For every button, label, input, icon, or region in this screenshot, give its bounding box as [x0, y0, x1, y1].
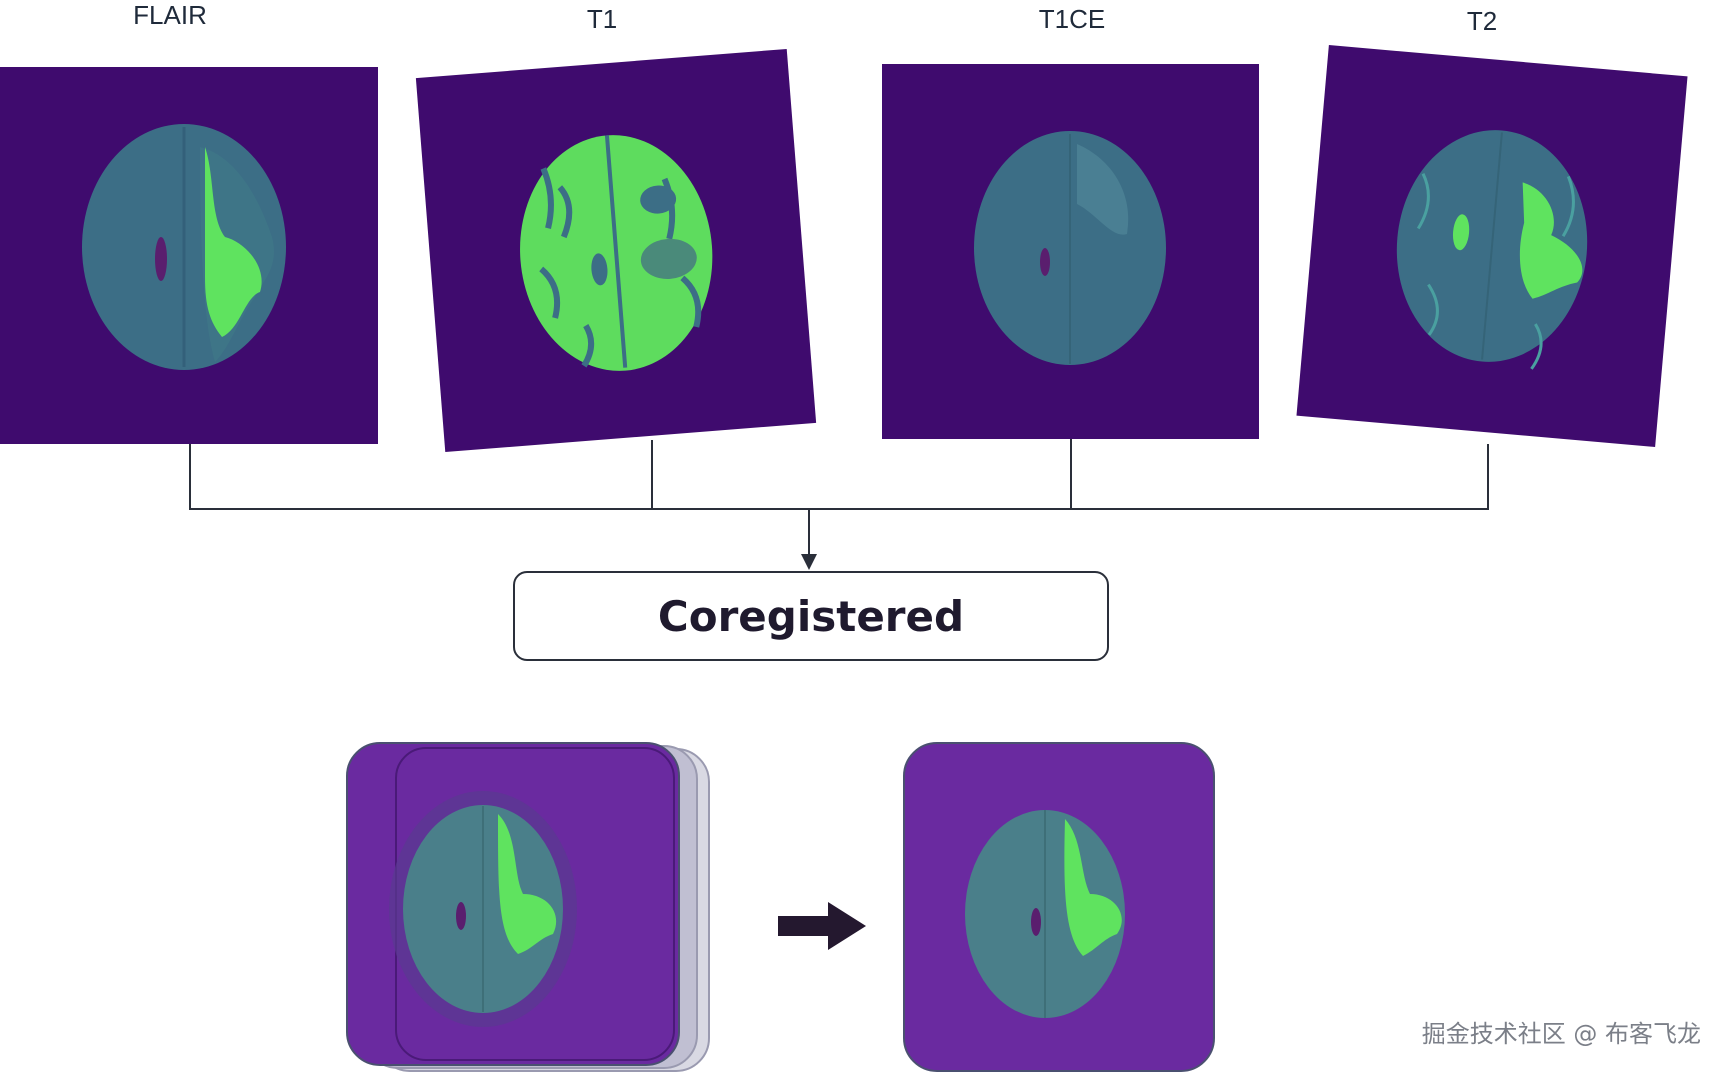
- scan-label-flair: FLAIR: [133, 0, 207, 30]
- coregistered-step-box: Coregistered: [513, 571, 1109, 661]
- scan-label-t1ce: T1CE: [1038, 4, 1106, 34]
- t1-scan-image: [415, 48, 817, 453]
- coregistered-result-image: [903, 742, 1215, 1072]
- arrow-down-icon: [801, 554, 817, 570]
- scan-label-t2: T2: [1466, 6, 1498, 36]
- coregistered-label: Coregistered: [657, 591, 965, 641]
- watermark-text: 掘金技术社区 @ 布客飞龙: [1421, 1020, 1701, 1048]
- connector-flair: [189, 444, 191, 510]
- connector-bus: [189, 508, 1489, 510]
- connector-t2: [1487, 444, 1489, 510]
- connector-t1: [651, 440, 653, 510]
- stacked-scans: [346, 742, 710, 1072]
- flair-scan-image: [0, 67, 378, 444]
- connector-down: [808, 508, 810, 558]
- t1ce-scan-image: [882, 64, 1259, 439]
- t2-scan-image: [1296, 45, 1688, 447]
- scan-label-t1: T1: [586, 4, 618, 34]
- connector-t1ce: [1070, 439, 1072, 510]
- arrow-right-icon: [778, 902, 866, 950]
